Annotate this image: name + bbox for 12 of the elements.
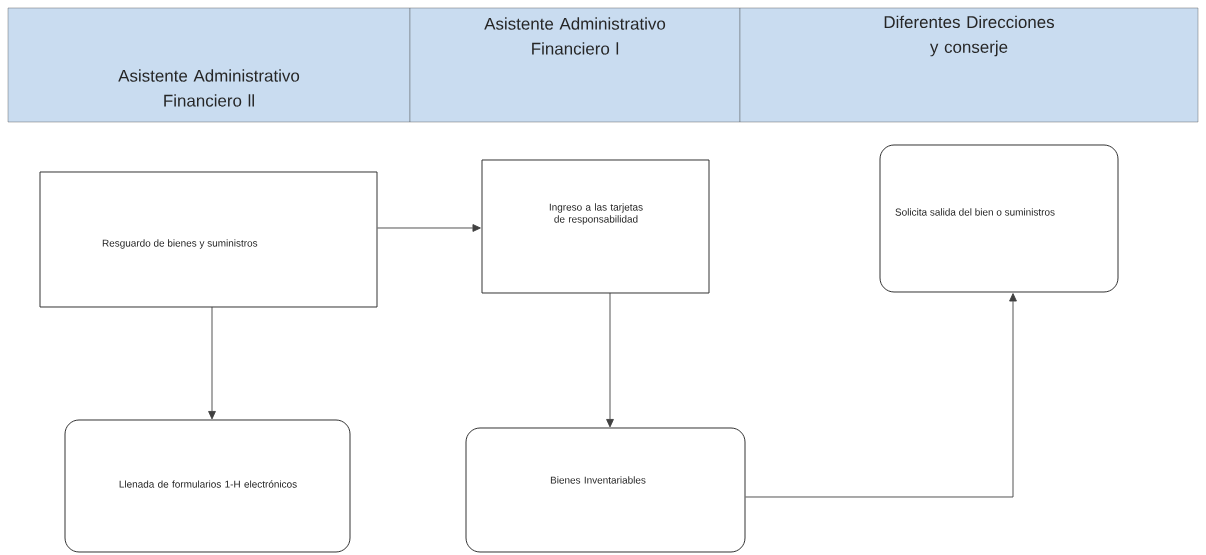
header-cell: Asistente Administrativo Financiero ll (7, 7, 411, 123)
process-box: Ingreso a las tarjetas de responsabilidad (481, 159, 710, 294)
rounded-box: Llenada de formularios 1-H electrónicos (64, 419, 351, 553)
header-cell: Diferentes Direcciones y conserje (739, 7, 1199, 123)
arrow (208, 306, 216, 420)
process-box: Resguardo de bienes y suministros (39, 171, 378, 308)
header-cell: Asistente Administrativo Financiero l (409, 7, 741, 123)
arrow (745, 293, 1017, 498)
rounded-box: Bienes Inventariables (465, 427, 746, 553)
arrow (606, 292, 614, 428)
rounded-box: Solicita salida del bien o suministros (879, 144, 1119, 293)
arrow (377, 224, 481, 232)
